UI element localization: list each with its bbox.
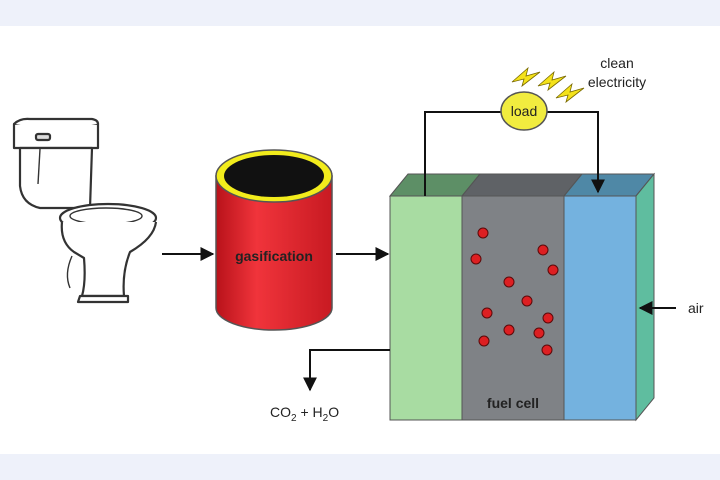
particle-dot xyxy=(541,344,553,356)
load-node xyxy=(500,91,548,131)
anode-panel xyxy=(389,195,463,421)
toilet-icon xyxy=(12,117,158,304)
circuit-wire-anode xyxy=(424,111,502,196)
particle-dot xyxy=(547,264,559,276)
diagram-canvas: gasification fuel cell load xyxy=(0,26,720,454)
electrolyte-particles xyxy=(470,227,559,356)
particle-dot xyxy=(477,227,489,239)
arrow-exhaust-out xyxy=(303,349,390,392)
particle-dot xyxy=(470,253,482,265)
gasification-label: gasification xyxy=(235,248,313,264)
load-label: load xyxy=(511,103,537,119)
particle-dot xyxy=(481,307,493,319)
particle-dot xyxy=(537,244,549,256)
particle-dot xyxy=(542,312,554,324)
air-label: air xyxy=(688,300,704,316)
fuel-cell-label: fuel cell xyxy=(487,395,539,411)
lightning-bolt-icon xyxy=(511,66,585,104)
particle-dot xyxy=(533,327,545,339)
fuel-cell-block xyxy=(388,172,656,422)
circuit-wire-cathode xyxy=(546,111,605,194)
particle-dot xyxy=(503,276,515,288)
particle-dot xyxy=(478,335,490,347)
electrolyte-panel xyxy=(461,195,565,421)
gasifier-cylinder xyxy=(215,149,333,331)
particle-dot xyxy=(521,295,533,307)
clean-electricity-line1: clean xyxy=(600,55,633,71)
clean-electricity-line2: electricity xyxy=(588,74,646,90)
exhaust-label: CO2 + H2O xyxy=(270,404,339,424)
cathode-panel xyxy=(563,195,637,421)
particle-dot xyxy=(503,324,515,336)
